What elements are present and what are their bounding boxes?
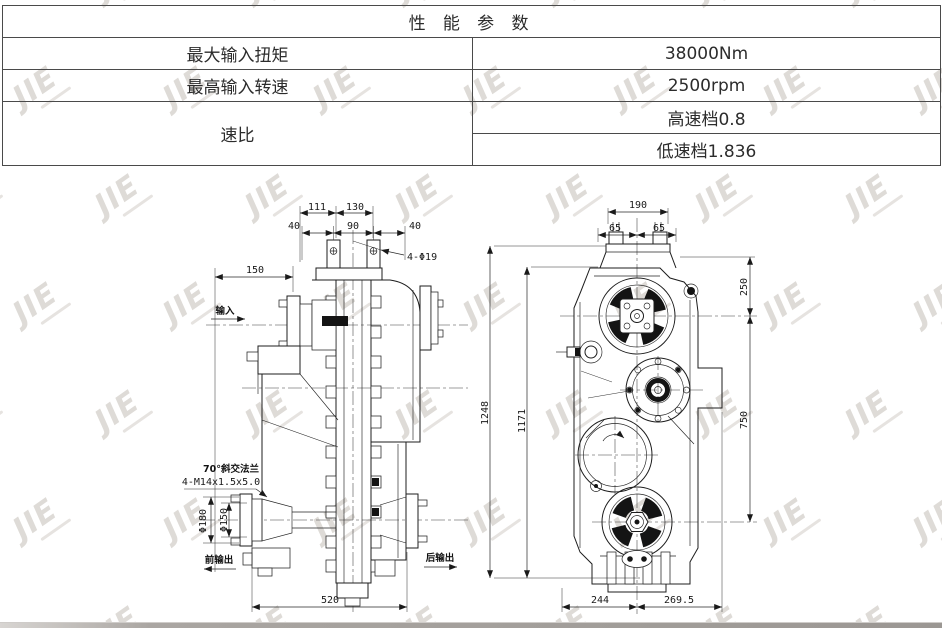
param-label-ratio: 速比: [2, 101, 473, 166]
dim-150: 150: [246, 265, 264, 276]
table-header: 性 能 参 数: [2, 5, 941, 38]
dim-111: 111: [308, 202, 326, 213]
front-output-label: 前输出: [205, 554, 234, 566]
dim-190: 190: [629, 200, 647, 211]
param-label-max-speed: 最高输入转速: [2, 69, 473, 102]
front-view-drawing: [556, 218, 757, 614]
dim-269-5: 269.5: [664, 595, 694, 606]
dim-65-left: 65: [609, 223, 621, 234]
param-value-max-torque: 38000Nm: [472, 37, 941, 70]
dim-phi150: Φ150: [219, 508, 230, 532]
side-view-dimensions: 111 130 40 90 40 4-Φ19 150 输入 Φ180 Φ150 …: [182, 202, 458, 612]
performance-parameter-table: 性 能 参 数 最大输入扭矩 38000Nm 最高输入转速 2500rpm 速比…: [2, 5, 941, 166]
flange-note-line1: 70°斜交法兰: [203, 463, 259, 475]
dim-130: 130: [346, 202, 364, 213]
side-view-drawing: [201, 230, 468, 612]
dim-40-left: 40: [288, 221, 300, 232]
dim-750: 750: [739, 411, 750, 429]
rear-output-label: 后输出: [426, 552, 455, 564]
param-value-ratio-low: 低速档1.836: [472, 133, 941, 166]
dim-244: 244: [591, 595, 609, 606]
dim-phi180: Φ180: [198, 509, 209, 533]
dim-90: 90: [347, 221, 359, 232]
param-value-max-speed: 2500rpm: [472, 69, 941, 102]
dim-1248: 1248: [480, 401, 491, 425]
param-value-ratio-high: 高速档0.8: [472, 101, 941, 134]
param-label-max-torque: 最大输入扭矩: [2, 37, 473, 70]
page-bottom-edge: [0, 622, 942, 628]
dim-40-right: 40: [409, 221, 421, 232]
input-label: 输入: [215, 305, 235, 317]
dim-1171: 1171: [517, 409, 528, 433]
dim-520: 520: [321, 595, 339, 606]
dim-250: 250: [739, 278, 750, 296]
flange-note-line2: 4-M14x1.5x5.0: [182, 477, 260, 488]
dim-bolt-holes: 4-Φ19: [407, 252, 437, 263]
dim-65-right: 65: [653, 223, 665, 234]
front-view-dimensions: 190 65 65 1248 1171 250 750 244 269.5: [480, 200, 755, 612]
